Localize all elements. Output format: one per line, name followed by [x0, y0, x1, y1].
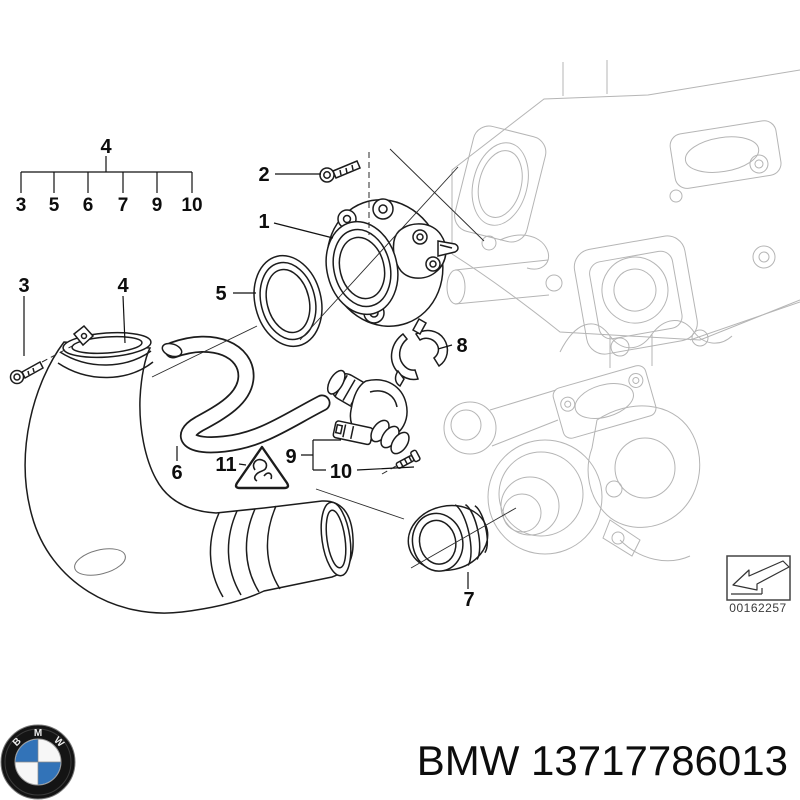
turbocharger-background [443, 320, 733, 562]
callout-1: 1 [258, 211, 269, 233]
back-arrow-icon [731, 560, 790, 595]
image-number-box: 00162257 [726, 555, 791, 615]
assembly-lines [41, 148, 517, 569]
part-3-screw [9, 360, 44, 385]
part-7-ring [407, 504, 489, 572]
tree-child-3: 3 [16, 195, 27, 216]
part-2-screw [319, 160, 361, 183]
callout-labels: 1 2 3 4 5 6 7 8 9 10 11 [18, 164, 474, 611]
cylinder-head-background [446, 60, 800, 357]
tree-child-10: 10 [181, 195, 202, 216]
part-number-text: BMW 13717786013 [416, 737, 788, 784]
part-5-seal-ring [253, 254, 323, 348]
callout-11: 11 [215, 454, 236, 476]
part-10-sensor-screw [381, 449, 421, 475]
tree-child-6: 6 [83, 195, 94, 216]
tree-child-5: 5 [49, 195, 60, 216]
tree-parent-label: 4 [100, 136, 112, 158]
leader-lines [23, 173, 469, 589]
callout-7: 7 [463, 589, 474, 611]
callout-6: 6 [171, 462, 182, 484]
callout-5: 5 [215, 283, 226, 305]
callout-4: 4 [117, 275, 129, 297]
callout-9: 9 [285, 446, 296, 468]
vent-hose [161, 335, 331, 454]
bmw-roundel-logo: B M W [0, 724, 76, 800]
callout-3: 3 [18, 275, 29, 297]
callout-2: 2 [258, 164, 269, 186]
tree-child-9: 9 [152, 195, 163, 216]
part-4-hose-clamp [57, 324, 154, 379]
callout-10: 10 [330, 461, 352, 483]
part-11-warning-triangle [234, 445, 290, 490]
part-1-valve-body [325, 198, 459, 327]
part-9-pressure-sensor [326, 369, 410, 455]
tree-child-7: 7 [118, 195, 129, 216]
image-number: 00162257 [729, 601, 786, 615]
part-6-intake-boot [24, 331, 354, 614]
callout-8: 8 [456, 335, 467, 357]
logo-letter-m: M [34, 728, 42, 739]
part-8-clip [390, 317, 449, 388]
parts-tree: 4 3 5 6 7 9 10 [16, 136, 203, 216]
